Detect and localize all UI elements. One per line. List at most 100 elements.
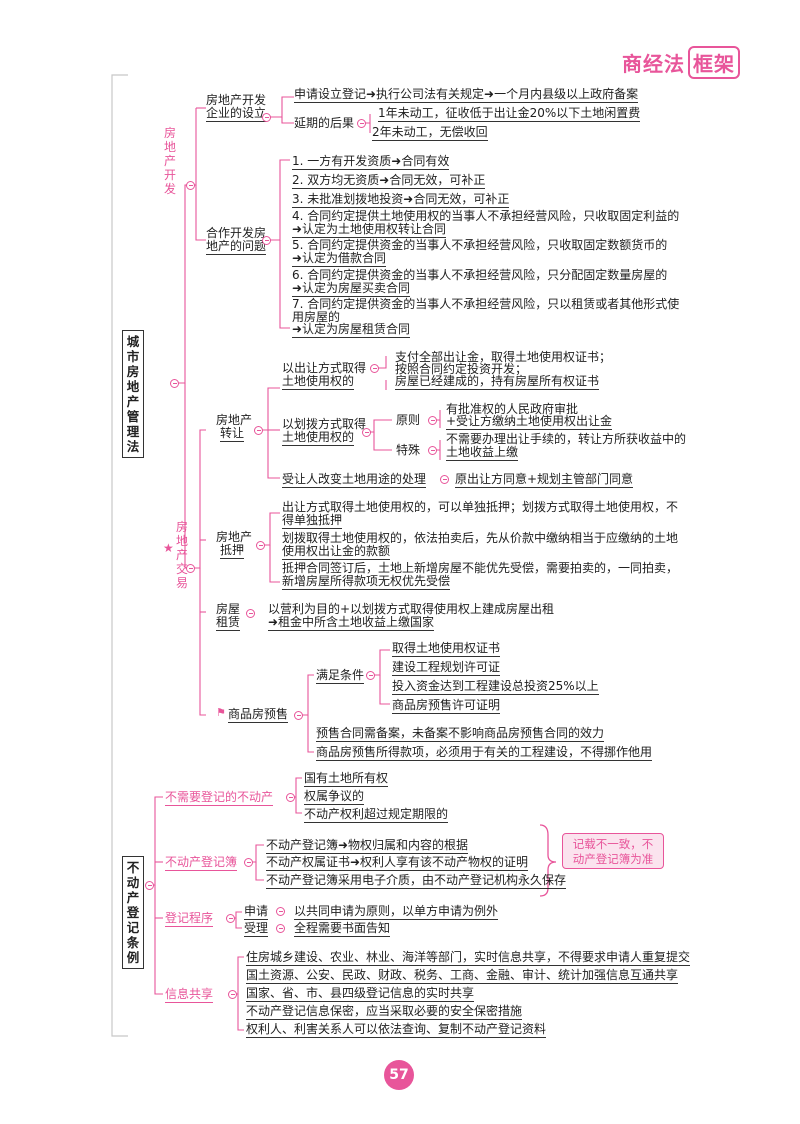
leaf-share-4: 不动产登记信息保密，应当采取必要的安全保密措施	[246, 1004, 523, 1020]
leaf-cond-1: 取得土地使用权证书	[392, 641, 501, 657]
leaf-principle-1: 有批准权的人民政府审批	[446, 402, 579, 416]
leaf-transfer-a-2: 按照合同约定投资开发；	[395, 362, 528, 376]
leaf-share-2: 国土资源、公安、民政、财政、税务、工商、金融、审计、统计加强信息互通共享	[246, 968, 679, 984]
leaf-accept: 全程需要书面告知	[294, 921, 391, 937]
node-lease-l2: 租赁	[216, 615, 241, 631]
branch-label-noreg: 不需要登记的不动产	[165, 790, 274, 806]
leaf-special-1: 不需要办理出让手续的，转让方所获收益中的	[446, 432, 687, 446]
leaf-book-2: 不动产权属证书➜权利人享有该不动产物权的证明	[266, 855, 529, 871]
collapse-icon[interactable]	[262, 113, 271, 122]
leaf-noreg-2: 权属争议的	[304, 789, 365, 805]
collapse-icon[interactable]	[294, 711, 303, 720]
node-transfer-l2: 转让	[220, 426, 245, 442]
leaf-cond-3: 投入资金达到工程建设总投资25%以上	[392, 679, 599, 695]
collapse-icon[interactable]	[186, 564, 195, 573]
note-callout: 记载不一致，不动产登记簿为准	[562, 833, 664, 869]
collapse-icon[interactable]	[428, 416, 437, 425]
leaf-coop-6a: 6. 合同约定提供资金的当事人不承担经营风险，只分配固定数量房屋的	[292, 268, 668, 282]
leaf-share-5: 权利人、利害关系人可以依法查询、复制不动产登记资料	[246, 1022, 547, 1038]
leaf-special-2: 土地收益上缴	[446, 445, 519, 461]
collapse-icon[interactable]	[170, 379, 179, 388]
leaf-lease-1: 以营利为目的+以划拨方式取得使用权上建成房屋出租	[268, 602, 555, 616]
leaf-mortgage-3a: 抵押合同签订后，土地上新增房屋不能优先受偿，需要拍卖的，一同拍卖，	[282, 561, 679, 575]
leaf-presale-2: 商品房预售所得款项，必须用于有关的工程建设，不得挪作他用	[316, 745, 653, 761]
collapse-icon[interactable]	[186, 181, 195, 190]
collapse-icon[interactable]	[145, 881, 154, 890]
node-transfer-a-l1: 以出让方式取得	[282, 361, 367, 375]
leaf-mortgage-3b: 新增房屋所得款项无权优先受偿	[282, 574, 451, 590]
collapse-icon[interactable]	[276, 907, 285, 916]
leaf-apply: 以共同申请为原则，以单方申请为例外	[294, 904, 499, 920]
page-number: 57	[384, 1060, 414, 1090]
node-mortgage-l2: 抵押	[220, 543, 245, 559]
leaf-coop-4b: ➜认定为土地使用权转让合同	[292, 222, 447, 238]
branch-label-share: 信息共享	[165, 987, 214, 1003]
collapse-icon[interactable]	[366, 671, 375, 680]
leaf-noreg-1: 国有土地所有权	[304, 771, 389, 787]
node-transfer-a-l2: 土地使用权的	[282, 374, 355, 390]
collapse-icon[interactable]	[226, 914, 235, 923]
branch-label-trade: 房地产交易	[175, 520, 188, 590]
node-transfer-b-l2: 土地使用权的	[282, 430, 355, 446]
leaf-book-3: 不动产登记簿采用电子介质，由不动产登记机构永久保存	[266, 873, 567, 889]
node-presale: 商品房预售	[228, 707, 289, 723]
node-delay: 延期的后果	[294, 116, 355, 130]
collapse-icon[interactable]	[256, 541, 265, 550]
leaf-lease-2: ➜租金中所含土地收益上缴国家	[268, 615, 435, 631]
leaf-presale-1: 预售合同需备案，未备案不影响商品房预售合同的效力	[316, 726, 605, 742]
leaf-coop-5b: ➜认定为借款合同	[292, 251, 387, 267]
leaf-mortgage-2b: 使用权出让金的款额	[282, 544, 391, 560]
section-title-real-estate-law: 城市房地产管理法	[122, 330, 144, 458]
leaf-cond-4: 商品房预售许可证明	[392, 698, 501, 714]
leaf-coop-3: 3. 未批准划拨地投资➜合同无效，可补正	[292, 192, 510, 208]
flag-icon: ⚑	[216, 706, 226, 719]
collapse-icon[interactable]	[370, 364, 379, 373]
leaf-transfer-c: 原出让方同意+规划主管部门同意	[455, 472, 634, 488]
brand-logo: 商经法框架	[622, 46, 740, 79]
node-dev-setup-l2: 企业的设立	[206, 106, 267, 122]
node-dev-setup-l1: 房地产开发	[206, 93, 267, 107]
collapse-icon[interactable]	[440, 475, 449, 484]
collapse-icon[interactable]	[286, 793, 295, 802]
collapse-icon[interactable]	[357, 119, 366, 128]
collapse-icon[interactable]	[362, 428, 371, 437]
leaf-cond-2: 建设工程规划许可证	[392, 660, 501, 676]
branch-label-book: 不动产登记簿	[165, 855, 238, 871]
collapse-icon[interactable]	[228, 990, 237, 999]
branch-label-proc: 登记程序	[165, 911, 214, 927]
collapse-icon[interactable]	[244, 858, 253, 867]
leaf-setup-registration: 申请设立登记➜执行公司法有关规定➜一个月内县级以上政府备案	[294, 87, 639, 103]
leaf-coop-7c: ➜认定为房屋租赁合同	[292, 322, 411, 338]
branch-label-dev: 房地产开发	[163, 126, 176, 196]
collapse-icon[interactable]	[276, 924, 285, 933]
leaf-mortgage-2a: 划拨取得土地使用权的，依法拍卖后，先从价款中缴纳相当于应缴纳的土地	[282, 531, 679, 545]
leaf-coop-4a: 4. 合同约定提供土地使用权的当事人不承担经营风险，只收取固定利益的	[292, 209, 680, 223]
collapse-icon[interactable]	[428, 446, 437, 455]
leaf-share-1: 住房城乡建设、农业、林业、海洋等部门，实时信息共享，不得要求申请人重复提交	[246, 950, 691, 966]
brand-name-a: 商经法	[622, 52, 685, 76]
collapse-icon[interactable]	[262, 236, 271, 245]
leaf-transfer-a-3: 房屋已经建成的，持有房屋所有权证书	[395, 374, 600, 390]
leaf-coop-7b: 用房屋的	[292, 310, 341, 324]
leaf-principle-2: +受让方缴纳土地使用权出让金	[446, 414, 613, 430]
collapse-icon[interactable]	[254, 426, 263, 435]
leaf-coop-5a: 5. 合同约定提供资金的当事人不承担经营风险，只收取固定数额货币的	[292, 238, 668, 252]
node-coop-l2: 地产的问题	[206, 239, 267, 255]
leaf-delay-2year: 2年未动工，无偿收回	[372, 125, 488, 141]
leaf-coop-2: 2. 双方均无资质➜合同无效，可补正	[292, 173, 486, 189]
node-mortgage-l1: 房地产	[216, 530, 253, 544]
node-presale-cond: 满足条件	[316, 668, 365, 684]
node-accept: 受理	[244, 921, 269, 937]
node-transfer-b-l1: 以划拨方式取得	[282, 417, 367, 431]
star-icon: ★	[163, 541, 174, 555]
collapse-icon[interactable]	[246, 609, 255, 618]
leaf-book-1: 不动产登记簿➜物权归属和内容的根据	[266, 838, 469, 854]
node-lease-l1: 房屋	[216, 602, 241, 616]
leaf-share-3: 国家、省、市、县四级登记信息的实时共享	[246, 986, 475, 1002]
node-coop-l1: 合作开发房	[206, 226, 267, 240]
leaf-mortgage-1b: 得单独抵押	[282, 513, 343, 529]
leaf-coop-6b: ➜认定为房屋买卖合同	[292, 281, 411, 297]
leaf-coop-7a: 7. 合同约定提供资金的当事人不承担经营风险，只以租赁或者其他形式使	[292, 297, 680, 311]
leaf-mortgage-1a: 出让方式取得土地使用权的，可以单独抵押；划拨方式取得土地使用权，不	[282, 500, 679, 514]
node-special: 特殊	[396, 443, 421, 457]
